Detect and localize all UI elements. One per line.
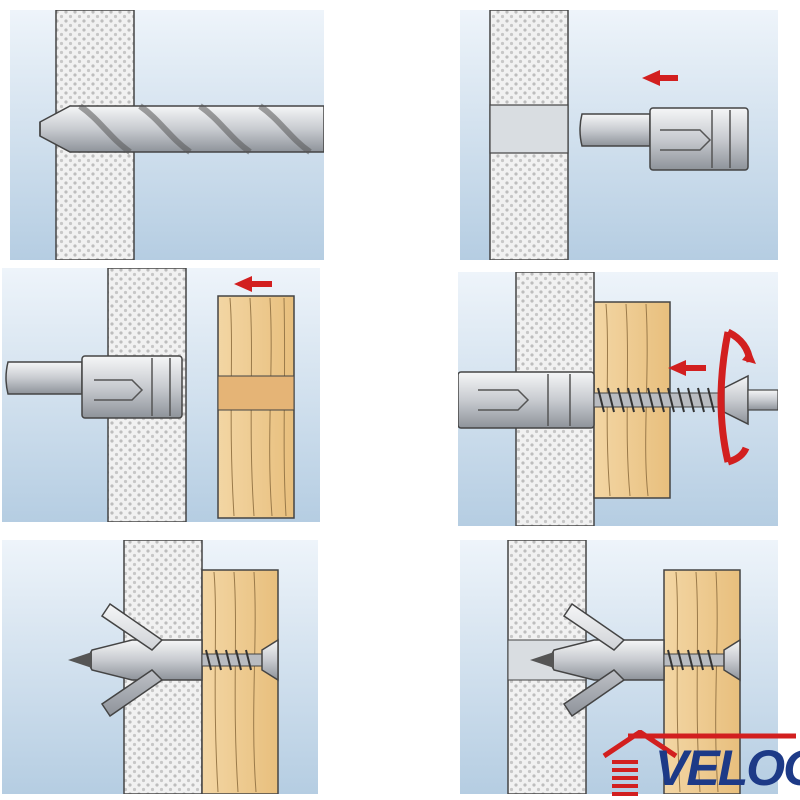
step-1-drill-panel <box>10 10 324 260</box>
step-2-insert-panel <box>460 10 778 260</box>
step-6-expanded-panel <box>460 540 778 794</box>
step-3-seated-panel <box>2 268 320 522</box>
velog-logo: VELOG <box>600 730 800 800</box>
screw-icon <box>663 638 741 682</box>
red-rotation-icon <box>717 328 756 466</box>
drilled-hole <box>489 104 569 154</box>
anchor-icon <box>5 355 183 419</box>
red-arrow-left-icon <box>642 70 678 86</box>
anchor-icon <box>530 602 665 718</box>
wood-board <box>201 569 279 794</box>
drill-bit-icon <box>39 103 324 155</box>
wood-board <box>217 295 295 519</box>
screw-icon <box>593 374 778 426</box>
step-5-expanded-panel <box>2 540 318 794</box>
red-arrow-left-icon <box>234 276 272 292</box>
step-4-screw-panel <box>458 272 778 526</box>
anchor-icon <box>458 371 595 429</box>
anchor-icon <box>579 107 749 171</box>
red-arrow-left-icon <box>668 360 706 376</box>
wood-board <box>663 569 741 794</box>
wood-hole <box>217 375 295 411</box>
screw-icon <box>201 638 279 682</box>
house-logo-icon <box>602 730 796 796</box>
logo-text: VELOG <box>655 740 800 796</box>
